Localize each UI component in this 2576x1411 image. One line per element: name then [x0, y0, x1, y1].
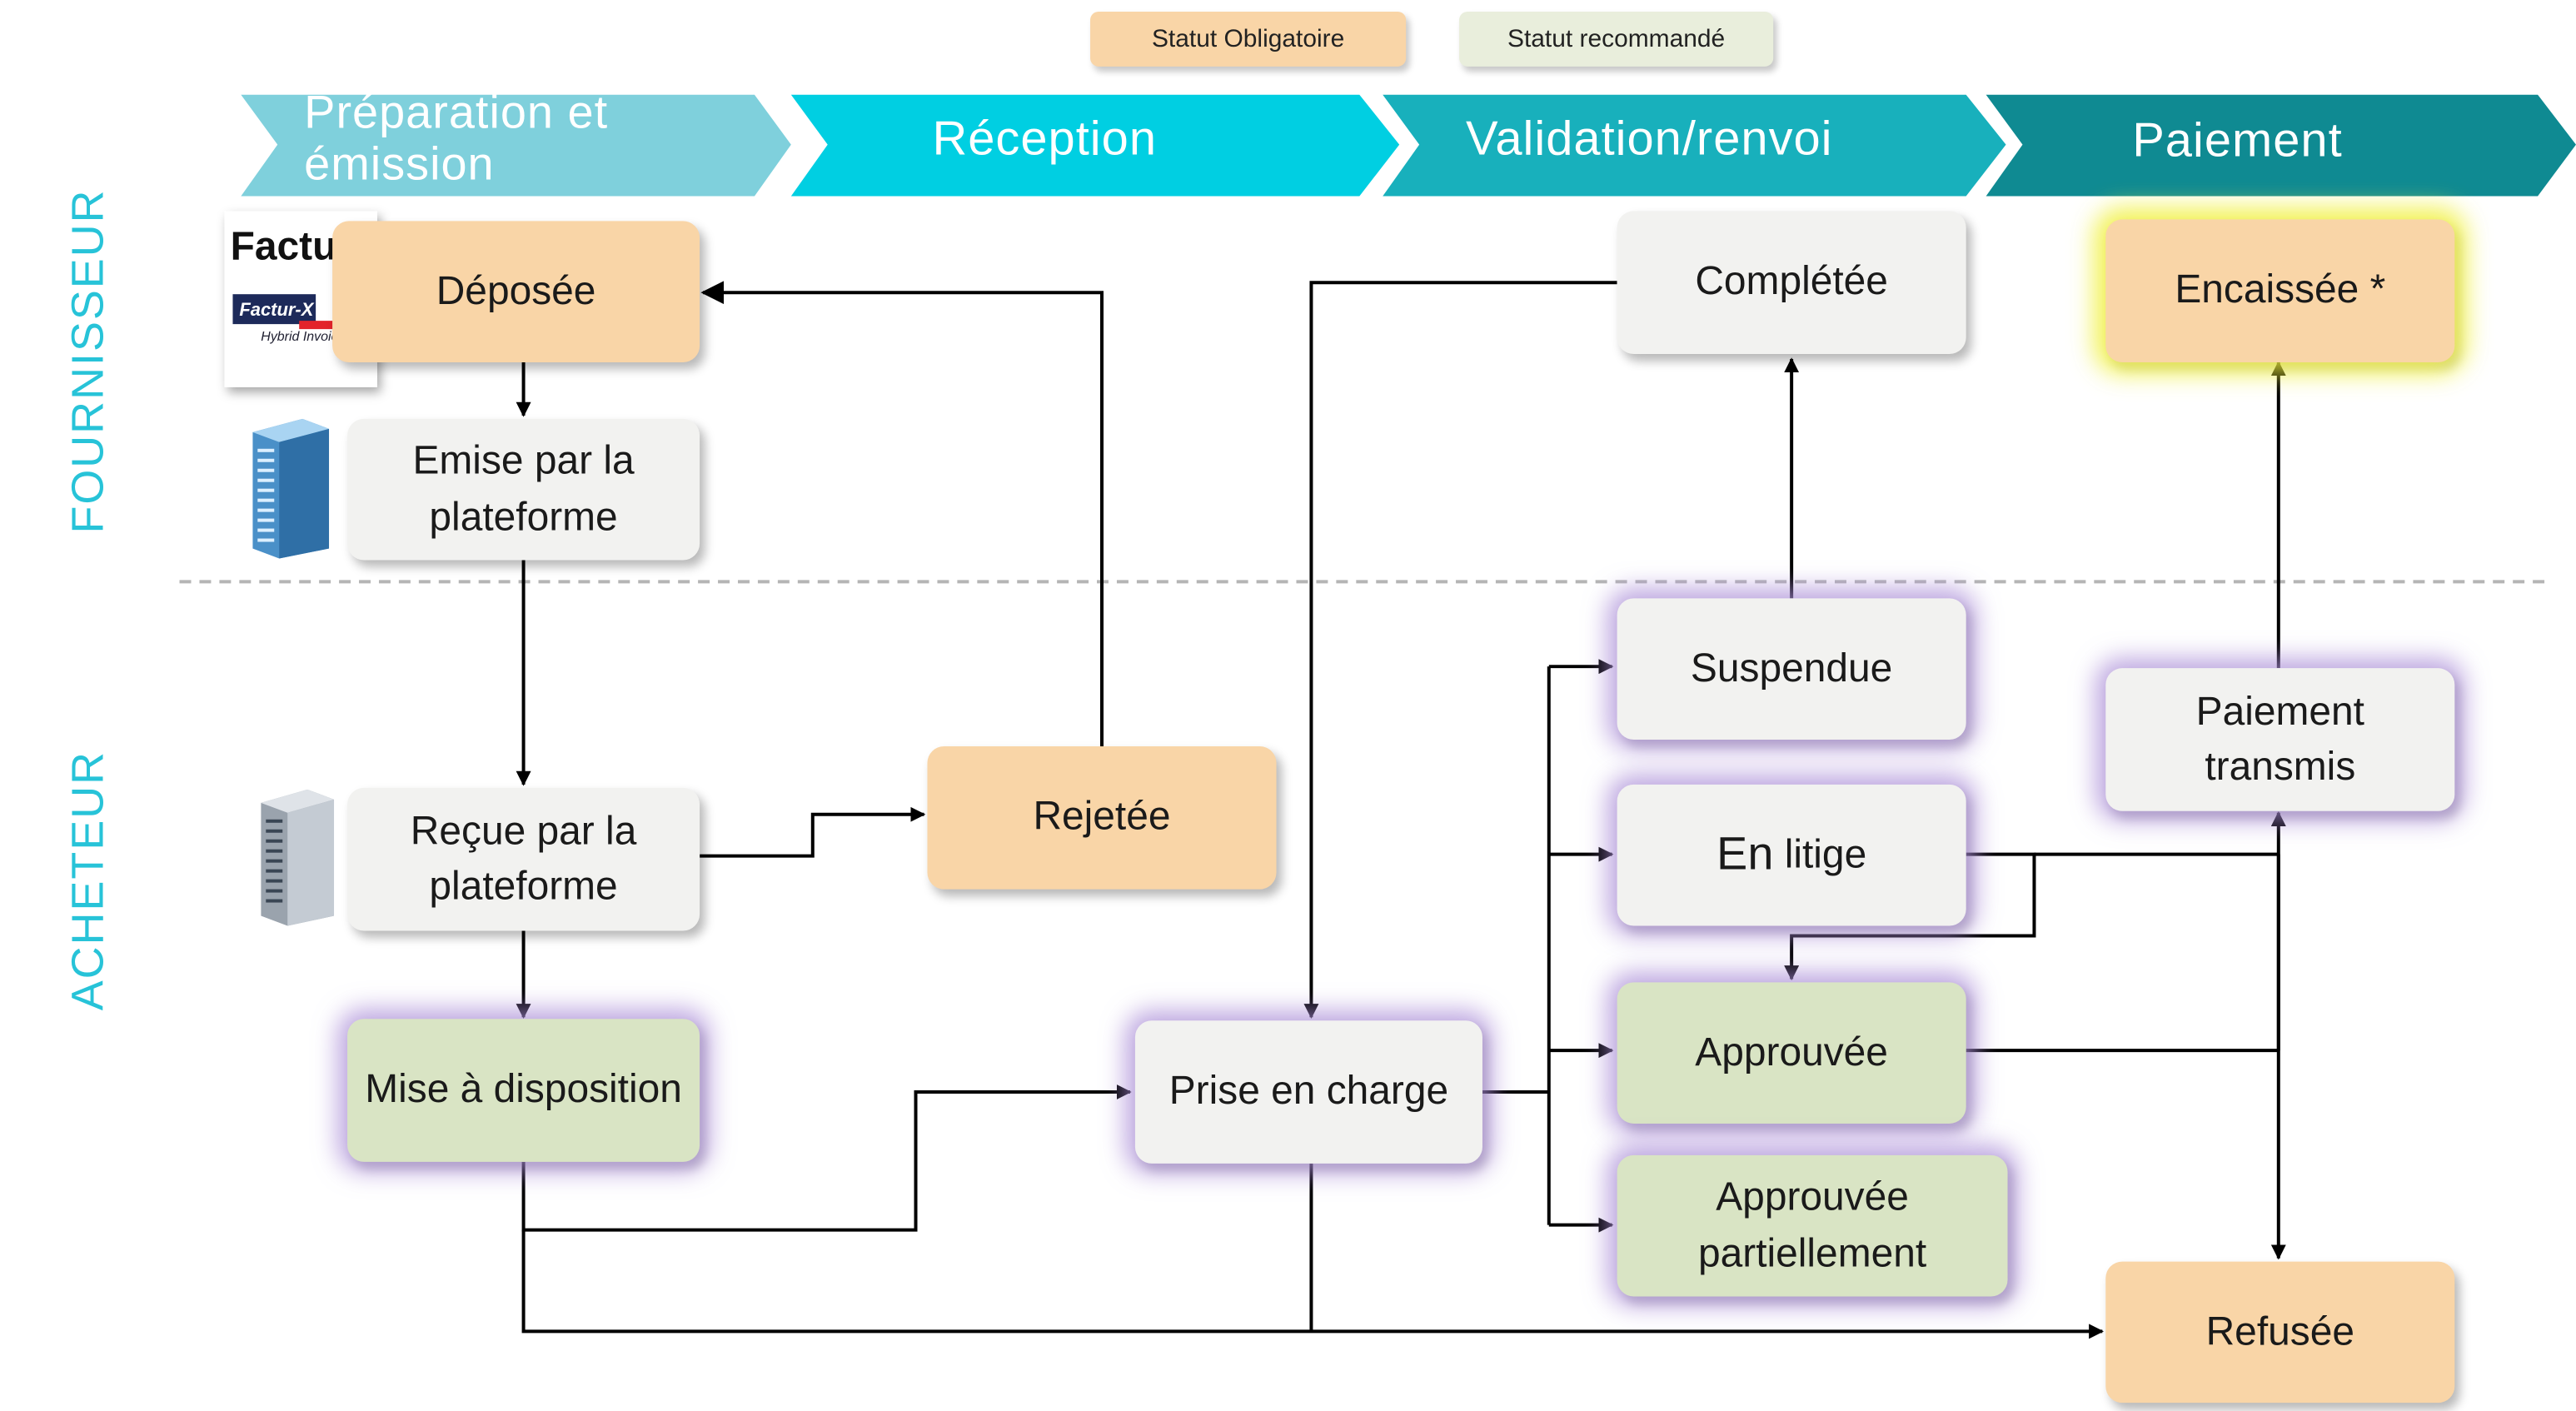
status-en-litige-word2: litige — [1784, 832, 1867, 878]
legend-recommended: Statut recommandé — [1459, 11, 1774, 67]
server-icon-supplier — [252, 418, 330, 559]
phase-chevron-paiement — [1986, 94, 2576, 197]
facturx-logo-subtext: Hybrid Invoice — [261, 329, 346, 345]
phase-label-validation: Validation/renvoi — [1466, 112, 1833, 167]
arrow-mise-prise — [521, 1084, 1132, 1232]
status-approuvee: Approuvée — [1617, 982, 1966, 1124]
server-icon-buyer — [261, 789, 335, 926]
status-prise-en-charge: Prise en charge — [1134, 1020, 1482, 1164]
status-approuvee-partiellement: Approuvée partiellement — [1617, 1154, 2008, 1297]
role-label-buyer: ACHETEUR — [62, 750, 113, 1011]
facturx-logo-text: Factur-X — [239, 301, 314, 322]
role-label-supplier: FOURNISSEUR — [62, 188, 113, 534]
phase-label-preparation-line2: émission — [304, 137, 495, 190]
status-paiement-transmis: Paiement transmis — [2105, 668, 2455, 811]
status-mise-a-disposition: Mise à disposition — [347, 1019, 700, 1162]
arrow-mise-refusee — [521, 1229, 2105, 1339]
status-en-litige-word1: En — [1717, 828, 1774, 880]
status-emise: Emise par la plateforme — [347, 418, 700, 561]
status-encaissee: Encaissée * — [2105, 219, 2455, 363]
status-recue: Reçue par la plateforme — [347, 787, 700, 931]
phase-label-preparation: Préparation et émission — [304, 86, 609, 191]
phase-label-paiement: Paiement — [2132, 114, 2343, 168]
status-refusee: Refusée — [2105, 1261, 2455, 1404]
status-deposee: Déposée — [332, 221, 700, 363]
phase-label-reception: Réception — [932, 112, 1158, 167]
arrow-recue-rejetee — [700, 806, 926, 858]
status-en-litige: En litige — [1617, 784, 1966, 926]
phase-chevron-validation — [1383, 94, 2006, 197]
arrow-rejetee-deposee — [700, 281, 1104, 748]
status-suspendue: Suspendue — [1617, 598, 1966, 740]
arrow-litige-approuvee — [1784, 852, 2036, 981]
phase-chevron-preparation — [241, 94, 791, 197]
arrow-completee-prise — [1303, 281, 1617, 1020]
legend-mandatory: Statut Obligatoire — [1090, 11, 1407, 67]
status-completee: Complétée — [1617, 211, 1966, 355]
status-rejetee: Rejetée — [927, 745, 1277, 890]
phase-chevron-reception — [790, 94, 1400, 197]
phase-label-preparation-line1: Préparation et — [304, 86, 609, 138]
